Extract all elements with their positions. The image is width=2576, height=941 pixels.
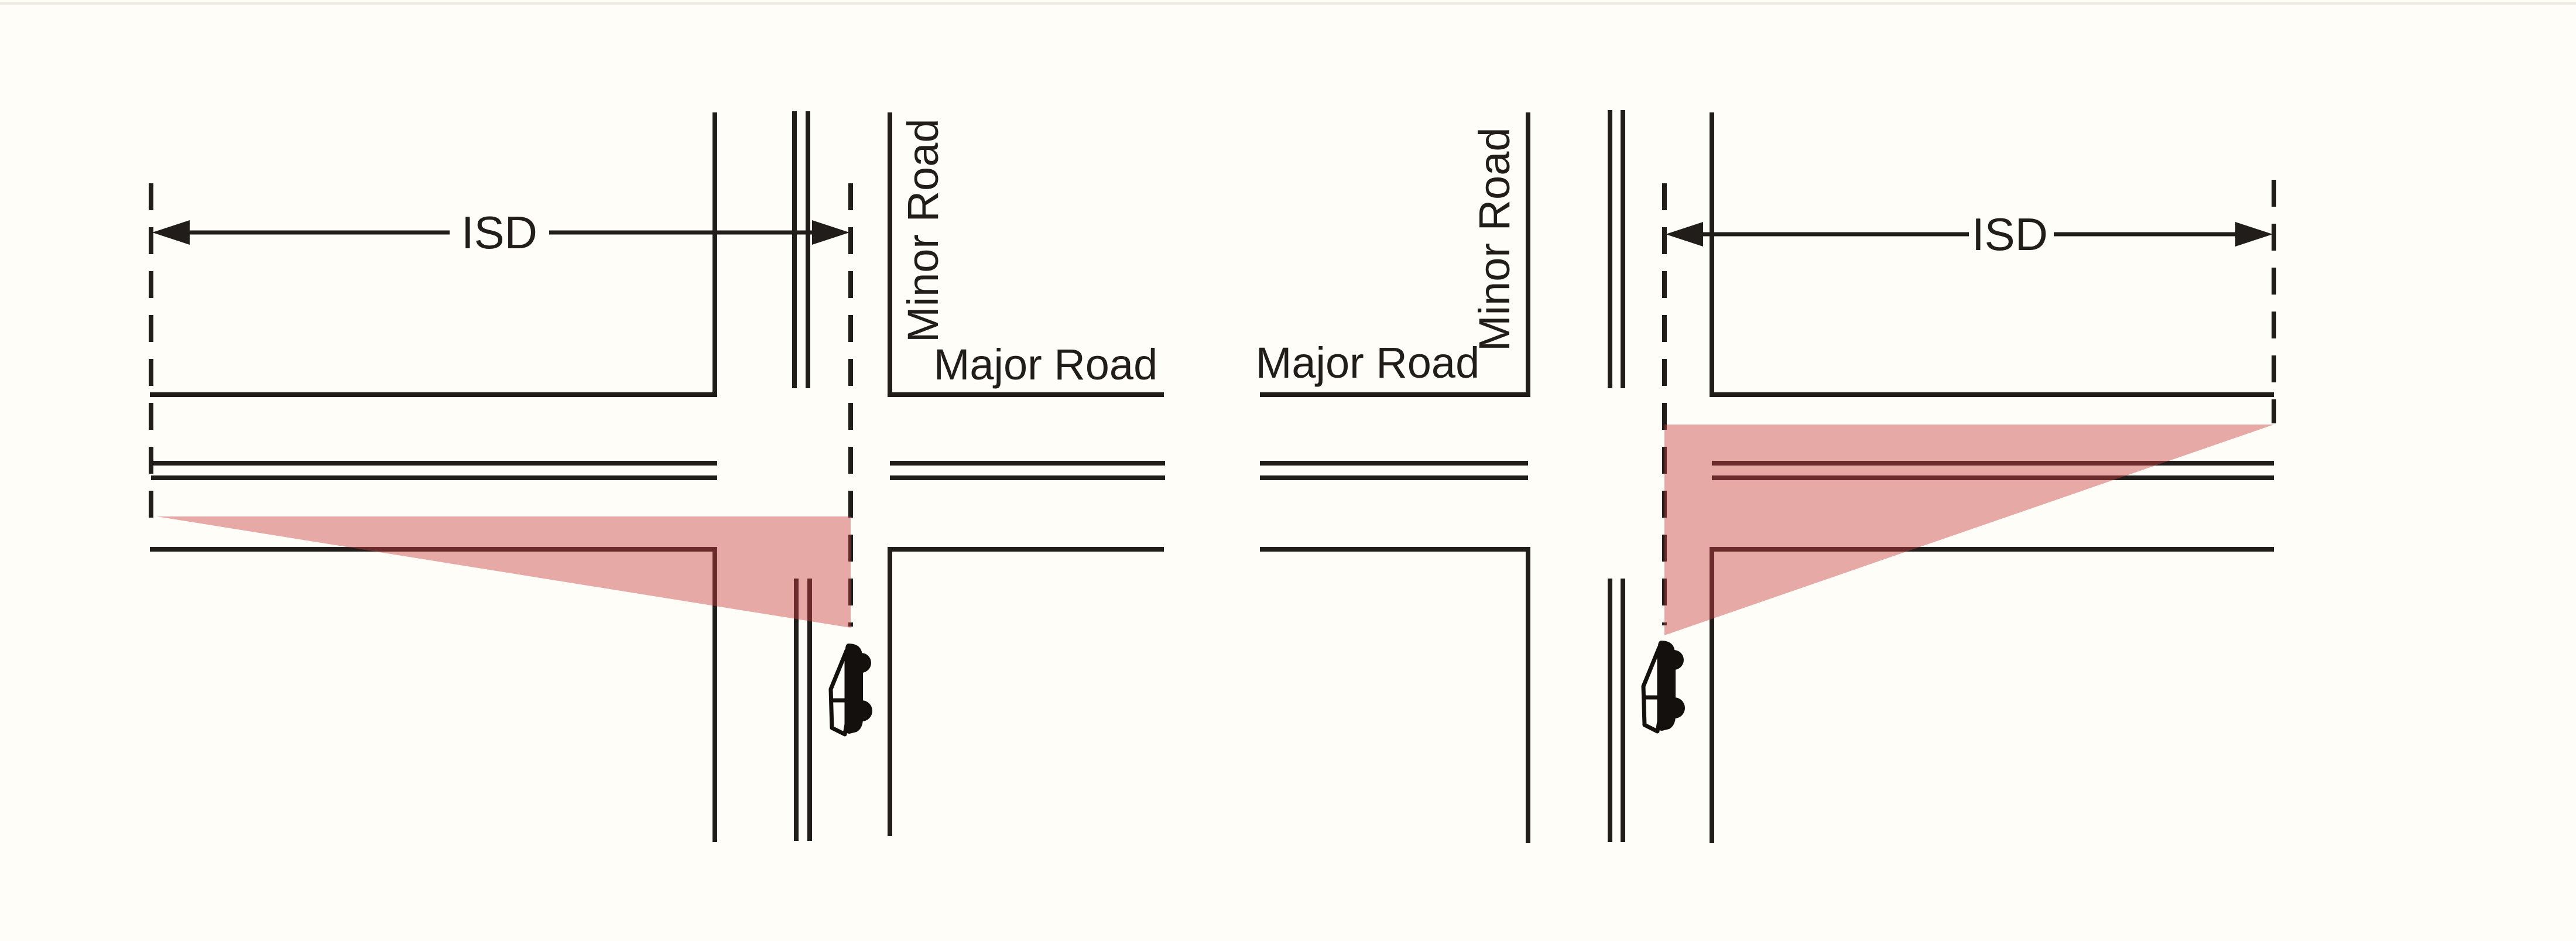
sight-triangle <box>1664 425 2274 635</box>
road-corner-lower-right <box>888 547 1164 836</box>
major-road-label: Major Road <box>934 340 1158 389</box>
road-corner-lower-left <box>1260 547 1530 843</box>
car-icon <box>1643 641 1685 731</box>
road-corner-upper-left <box>1260 112 1530 397</box>
road-corner-upper-right <box>1710 112 2274 397</box>
minor-road-label: Minor Road <box>1470 127 1519 351</box>
intersection-diagram-left: ISD Minor Road Major Road <box>149 111 1165 842</box>
major-road-label: Major Road <box>1256 338 1480 387</box>
isd-dimension-arrow: ISD <box>152 207 849 258</box>
arrowhead-right-icon <box>2235 222 2273 247</box>
intersection-diagram-right: ISD Minor Road Major Road <box>1256 110 2276 843</box>
isd-dimension-arrow: ISD <box>1666 208 2273 260</box>
arrowhead-right-icon <box>812 220 849 245</box>
car-icon <box>831 644 872 734</box>
page-top-edge-line <box>0 2 2576 5</box>
sight-triangle <box>157 516 851 628</box>
arrowhead-left-icon <box>152 220 190 245</box>
road-corner-upper-right <box>888 112 1164 397</box>
isd-label: ISD <box>1972 208 2048 260</box>
road-corner-upper-left <box>150 112 717 397</box>
road-corner-lower-right <box>1710 547 2274 843</box>
minor-road-label: Minor Road <box>899 118 947 343</box>
isd-label: ISD <box>461 207 537 258</box>
road-corner-lower-left <box>150 547 717 842</box>
arrowhead-left-icon <box>1666 222 1703 247</box>
